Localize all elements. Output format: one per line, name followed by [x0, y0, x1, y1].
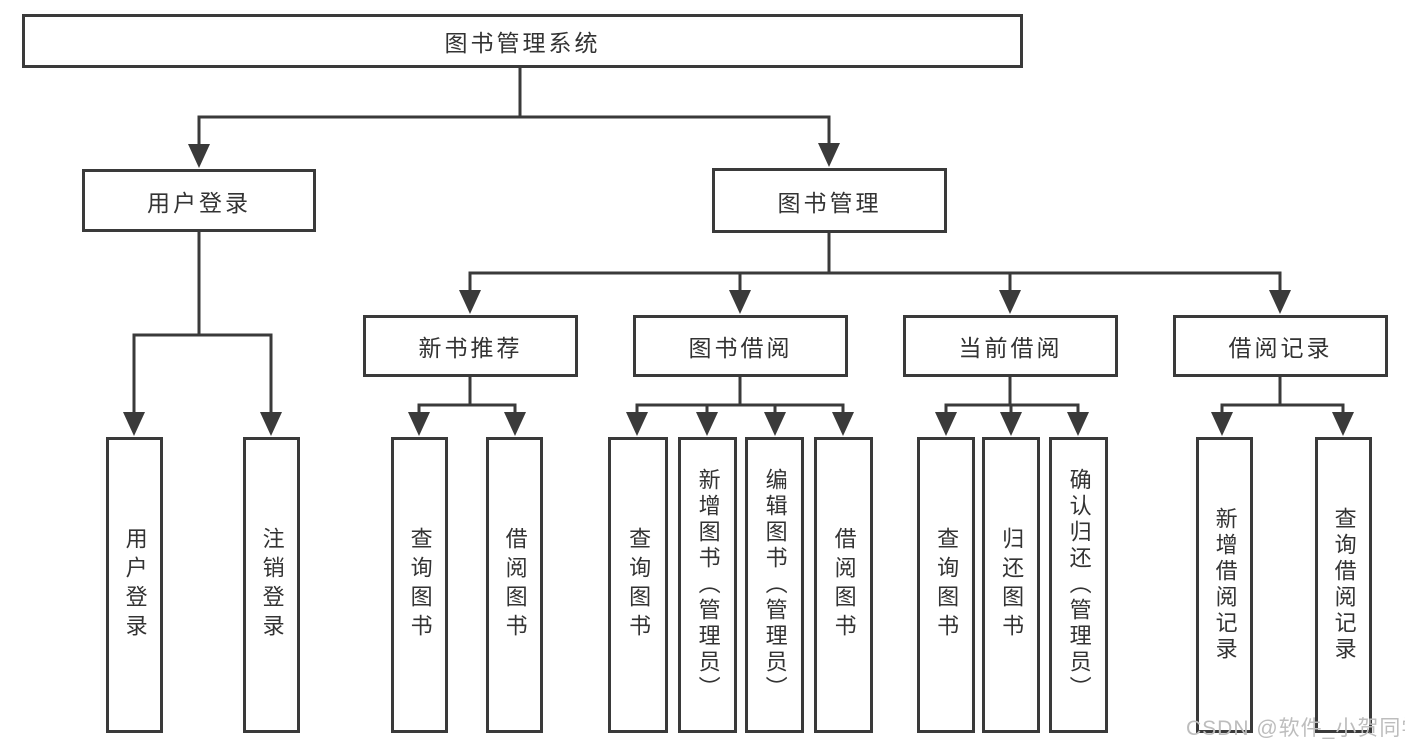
node-label: 图书借阅	[688, 335, 793, 361]
node-label: 用户登录	[147, 189, 251, 216]
leaf-label: 注销登录	[259, 527, 285, 643]
node-label: 当前借阅	[958, 335, 1063, 361]
leaf-label: 新增借阅记录	[1212, 507, 1238, 663]
leaf-query-borrow-record: 查询借阅记录	[1315, 437, 1372, 733]
leaf-query-books-borrow: 查询图书	[608, 437, 668, 733]
node-borrow-records: 借阅记录	[1173, 315, 1388, 377]
leaf-add-book-admin: 新增图书（管理员）	[678, 437, 737, 733]
leaf-label: 确认归还（管理员）	[1066, 468, 1092, 702]
leaf-query-books-recommend: 查询图书	[391, 437, 448, 733]
leaf-label: 借阅图书	[502, 527, 528, 643]
connector-current-borrow-hub	[935, 377, 1089, 436]
node-label: 图书管理系统	[444, 30, 601, 56]
leaf-edit-book-admin: 编辑图书（管理员）	[745, 437, 804, 733]
leaf-label: 归还图书	[999, 527, 1025, 643]
leaf-label: 查询借阅记录	[1331, 507, 1357, 663]
connector-new-book-hub	[408, 377, 526, 436]
leaf-return-books: 归还图书	[982, 437, 1040, 733]
leaf-borrow-books: 借阅图书	[814, 437, 873, 733]
connector-user-login-hub	[123, 232, 282, 436]
leaf-label: 借阅图书	[831, 527, 857, 643]
leaf-label: 查询图书	[407, 527, 433, 643]
node-library-management-system: 图书管理系统	[22, 14, 1023, 68]
node-book-management: 图书管理	[712, 168, 947, 233]
connector-book-borrow-hub	[626, 377, 854, 436]
leaf-confirm-return-admin: 确认归还（管理员）	[1049, 437, 1108, 733]
node-book-borrow: 图书借阅	[633, 315, 848, 377]
leaf-query-books-current: 查询图书	[917, 437, 975, 733]
leaf-label: 用户登录	[122, 527, 148, 643]
node-user-login: 用户登录	[82, 169, 316, 232]
leaf-label: 查询图书	[626, 527, 652, 643]
leaf-user-login: 用户登录	[106, 437, 163, 733]
leaf-add-borrow-record: 新增借阅记录	[1196, 437, 1253, 733]
node-label: 图书管理	[777, 189, 882, 216]
csdn-watermark: CSDN @软件_小贺同学	[1186, 717, 1405, 740]
leaf-logout: 注销登录	[243, 437, 300, 733]
leaf-label: 新增图书（管理员）	[695, 468, 721, 702]
connector-book-management-hub	[459, 233, 1291, 314]
connector-borrow-records-hub	[1211, 377, 1354, 436]
leaf-label: 查询图书	[934, 527, 960, 643]
leaf-borrow-books-recommend: 借阅图书	[486, 437, 543, 733]
leaf-label: 编辑图书（管理员）	[762, 468, 788, 702]
connector-root-hub	[188, 68, 840, 168]
node-label: 新书推荐	[418, 335, 523, 361]
node-current-borrow: 当前借阅	[903, 315, 1118, 377]
node-new-book-recommend: 新书推荐	[363, 315, 578, 377]
node-label: 借阅记录	[1228, 335, 1333, 361]
